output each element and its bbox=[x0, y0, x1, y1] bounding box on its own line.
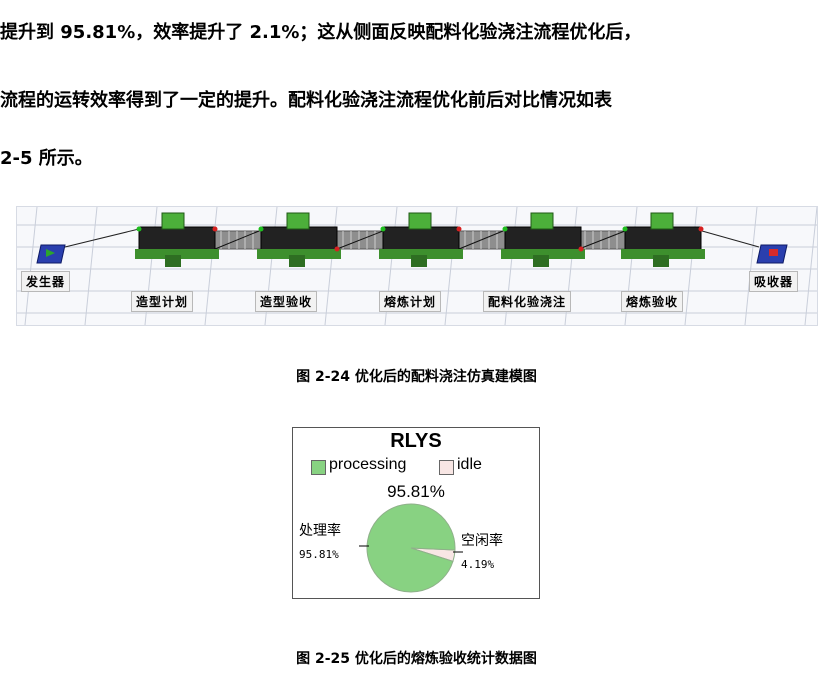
chart-percent: 95.81% bbox=[387, 482, 445, 501]
source-node-icon bbox=[36, 244, 66, 264]
figure-2-caption: 图 2-25 优化后的熔炼验收统计数据图 bbox=[296, 651, 537, 667]
pie-label-idle: 空闲率 bbox=[461, 533, 503, 549]
body-text-line-2: 流程的运转效率得到了一定的提升。配料化验浇注流程优化前后对比情况如表 bbox=[0, 90, 612, 111]
legend-label-processing: processing bbox=[329, 456, 407, 473]
chart-title: RLYS bbox=[390, 430, 442, 452]
sink-node-icon bbox=[756, 244, 788, 264]
label-stage-2: 造型验收 bbox=[255, 291, 318, 312]
station-2 bbox=[257, 212, 341, 267]
station-1 bbox=[135, 212, 219, 267]
body-text-line-3: 2-5 所示。 bbox=[0, 148, 93, 169]
label-stage-4: 配料化验浇注 bbox=[483, 291, 572, 312]
station-5 bbox=[621, 212, 705, 267]
label-source: 发生器 bbox=[21, 271, 71, 292]
label-stage-1: 造型计划 bbox=[131, 291, 194, 312]
label-sink: 吸收器 bbox=[749, 271, 799, 292]
station-3 bbox=[379, 212, 463, 267]
pie-chart bbox=[359, 503, 463, 593]
stats-chart-panel: RLYS processing idle 95.81% 处理率 95.81% 空… bbox=[292, 427, 540, 599]
simulation-model-figure: 发生器 造型计划 造型验收 熔炼计划 配料化验浇注 熔炼验收 吸收器 bbox=[16, 206, 818, 326]
pie-label-processing: 处理率 bbox=[299, 523, 341, 539]
body-text-line-1: 提升到 95.81%，效率提升了 2.1%；这从侧面反映配料化验浇注流程优化后， bbox=[0, 22, 642, 43]
pie-value-processing: 95.81% bbox=[299, 548, 339, 561]
label-stage-3: 熔炼计划 bbox=[379, 291, 442, 312]
legend-label-idle: idle bbox=[457, 456, 482, 473]
label-stage-5: 熔炼验收 bbox=[621, 291, 684, 312]
simulation-scene bbox=[17, 207, 817, 325]
legend-swatch-processing bbox=[311, 460, 326, 475]
station-4 bbox=[501, 212, 585, 267]
pie-value-idle: 4.19% bbox=[461, 558, 495, 571]
figure-1-caption: 图 2-24 优化后的配料浇注仿真建模图 bbox=[296, 369, 537, 385]
pie-slice-processing bbox=[366, 503, 456, 593]
legend-swatch-idle bbox=[439, 460, 454, 475]
